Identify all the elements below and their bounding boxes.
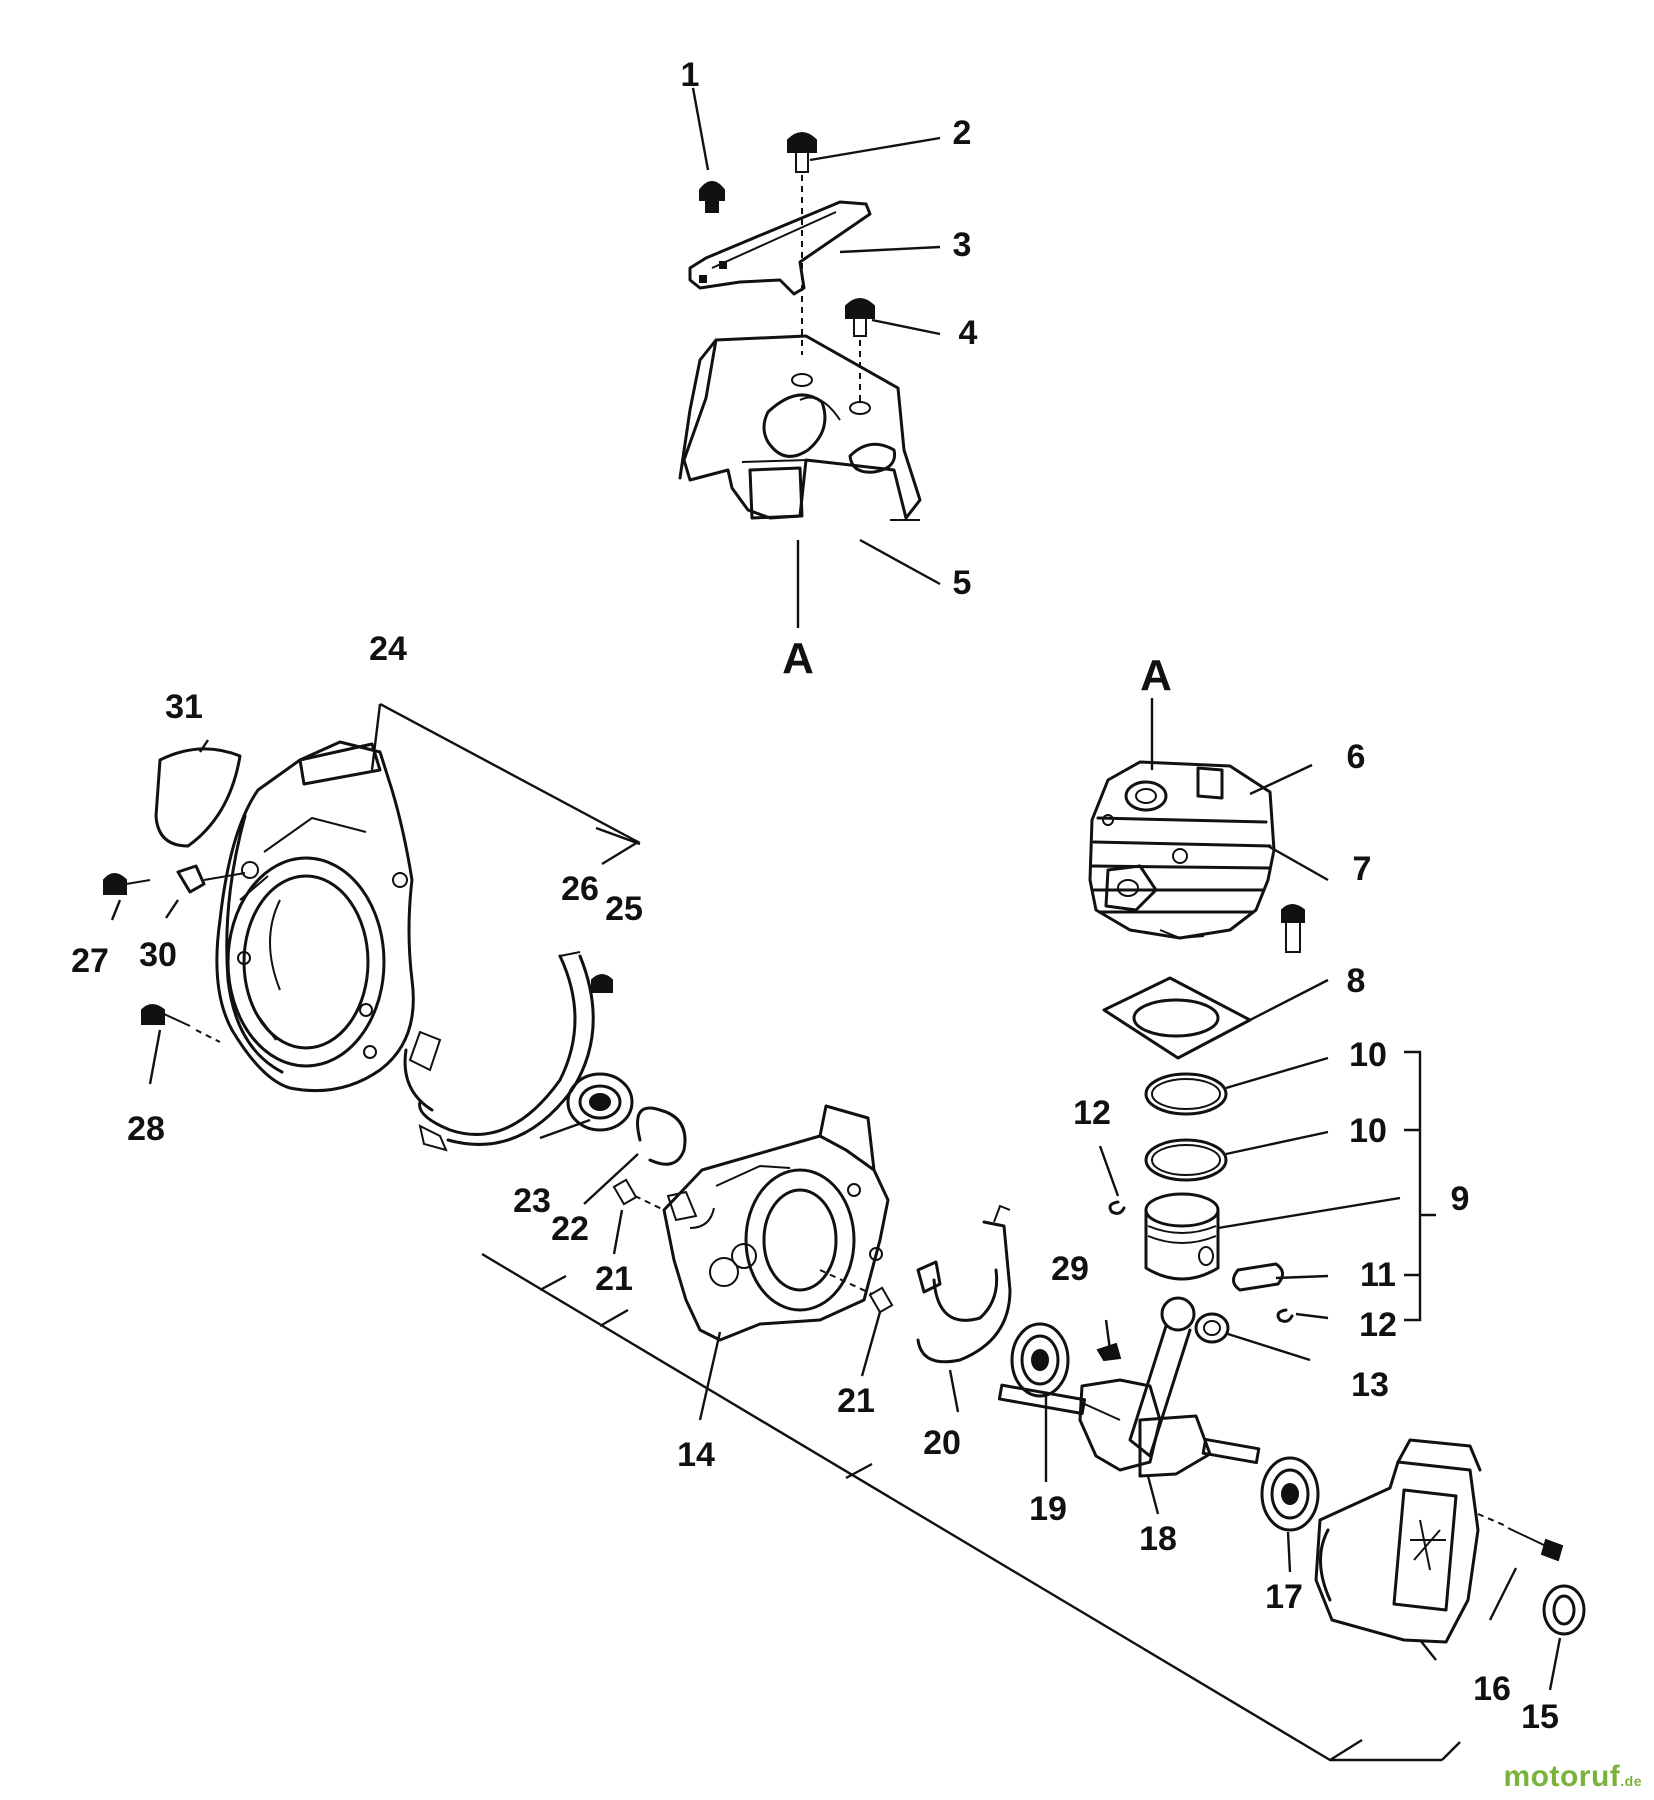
callout-5: 5 <box>953 564 972 602</box>
callout-30: 30 <box>139 936 177 974</box>
callout-13: 13 <box>1351 1366 1389 1404</box>
part-6-cylinder <box>1088 760 1276 940</box>
part-27-bolt <box>103 873 151 895</box>
part-30-clip <box>176 864 246 894</box>
callout-20: 20 <box>923 1424 961 1462</box>
watermark-logo: motoruf.de <box>1503 1760 1642 1794</box>
part-21-pin-left <box>612 1178 665 1211</box>
watermark-name: motoruf <box>1503 1760 1621 1793</box>
callout-10-lower: 10 <box>1349 1112 1387 1150</box>
part-1-screw <box>699 181 725 213</box>
callout-17: 17 <box>1265 1578 1303 1616</box>
bracket-piston-group <box>1404 1050 1436 1322</box>
part-31-label-plate <box>154 747 242 848</box>
callout-26: 26 <box>561 870 599 908</box>
part-10-piston-ring-upper <box>1144 1072 1228 1116</box>
part-22-circlip <box>636 1106 687 1166</box>
callout-28: 28 <box>127 1110 165 1148</box>
part-14-crankcase <box>662 1104 890 1342</box>
part-17-bearing <box>1260 1456 1320 1532</box>
part-12-circlip-left <box>1108 1200 1126 1215</box>
callout-9: 9 <box>1451 1180 1470 1218</box>
ref-label-a-cylinder: A <box>1140 651 1172 700</box>
callout-2: 2 <box>953 114 972 152</box>
part-8-cylinder-gasket <box>1102 976 1252 1060</box>
callout-27: 27 <box>71 942 109 980</box>
part-7-bolt <box>1281 904 1305 953</box>
callout-7: 7 <box>1353 850 1372 888</box>
callout-10-upper: 10 <box>1349 1036 1387 1074</box>
part-10-piston-ring-lower <box>1144 1138 1228 1182</box>
callout-16: 16 <box>1473 1670 1511 1708</box>
part-12-circlip-right <box>1276 1308 1294 1323</box>
part-26-stator-plate <box>403 951 595 1152</box>
callout-31: 31 <box>165 688 203 726</box>
callout-12-left: 12 <box>1073 1094 1111 1132</box>
part-28-bolt <box>141 1004 221 1043</box>
callout-24: 24 <box>369 630 407 668</box>
part-15-oil-seal <box>1542 1584 1586 1636</box>
part-3-handle-bracket <box>688 200 872 296</box>
callout-3: 3 <box>953 226 972 264</box>
callout-23: 23 <box>513 1182 551 1220</box>
callout-18: 18 <box>1139 1520 1177 1558</box>
callout-8: 8 <box>1347 962 1366 1000</box>
ref-label-a-top: A <box>782 634 814 683</box>
callout-14: 14 <box>677 1436 715 1474</box>
callout-numbers: 1 2 3 4 5 6 7 8 10 10 9 12 11 12 13 14 1… <box>71 56 1559 1736</box>
part-18-crankshaft <box>997 1296 1261 1478</box>
part-9-piston <box>1144 1192 1220 1281</box>
callout-25: 25 <box>605 890 643 928</box>
callout-21-left: 21 <box>595 1260 633 1298</box>
part-crankcase-right-half <box>1314 1438 1482 1644</box>
part-23-bearing <box>566 1072 634 1132</box>
callout-6: 6 <box>1347 738 1366 776</box>
part-25-screw <box>591 974 613 993</box>
callout-12-right: 12 <box>1359 1306 1397 1344</box>
leader-lines-lower <box>110 703 1562 1691</box>
part-21-pin-right <box>819 1269 894 1314</box>
watermark-suffix: .de <box>1620 1773 1642 1789</box>
bracket-crankcase-assembly <box>481 1252 1461 1762</box>
part-20-gasket <box>916 1204 1012 1364</box>
callout-4: 4 <box>959 314 978 352</box>
callout-19: 19 <box>1029 1490 1067 1528</box>
part-4-bolt <box>845 298 875 405</box>
part-2-bolt <box>787 132 817 355</box>
part-5-cylinder-cover <box>678 334 922 521</box>
callout-1: 1 <box>681 56 700 94</box>
callout-15: 15 <box>1521 1698 1559 1736</box>
callout-21-right: 21 <box>837 1382 875 1420</box>
part-13-needle-bearing <box>1194 1312 1230 1344</box>
part-19-bearing <box>1010 1322 1070 1398</box>
callout-11: 11 <box>1360 1256 1396 1294</box>
bracket-fan-housing <box>379 702 641 866</box>
callout-29: 29 <box>1051 1250 1089 1288</box>
leader-lines-top <box>691 87 941 586</box>
part-11-piston-pin <box>1232 1262 1284 1292</box>
part-24-fan-housing <box>215 740 415 1093</box>
part-16-bolt <box>1477 1513 1564 1562</box>
callout-22: 22 <box>551 1210 589 1248</box>
